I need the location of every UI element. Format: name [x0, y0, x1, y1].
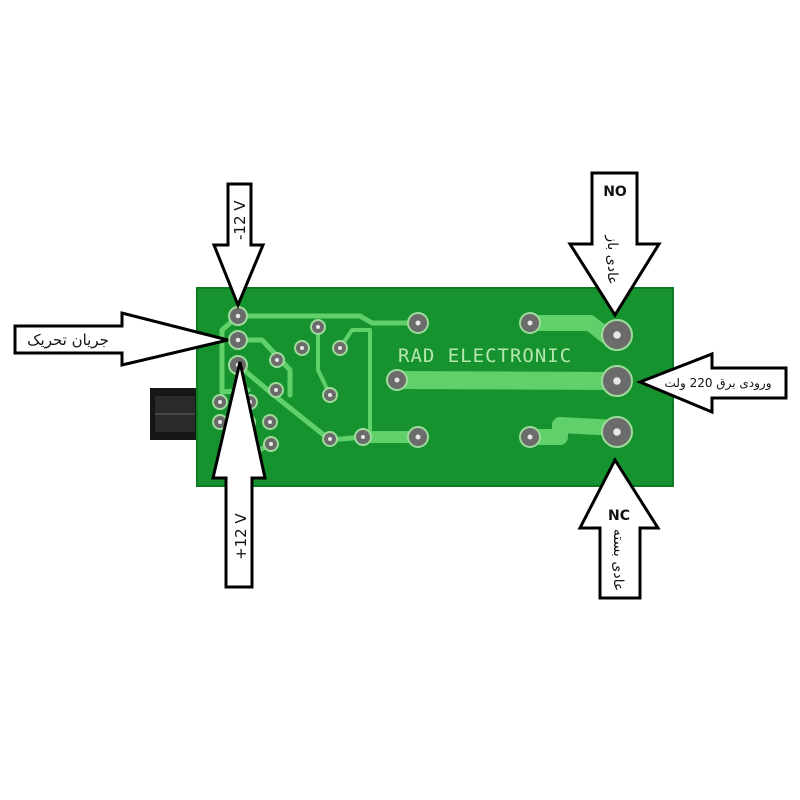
pcb-board: RAD ELECTRONIC: [196, 287, 674, 487]
pad-hole: [275, 358, 279, 362]
pad-hole: [218, 400, 222, 404]
pad-hole: [235, 337, 241, 343]
pad-hole: [415, 320, 421, 326]
pad-hole: [415, 434, 421, 440]
pad-hole: [613, 377, 621, 385]
label-no-code: NO: [603, 184, 627, 200]
arrow-trigger: [13, 311, 229, 367]
pad-hole: [613, 331, 621, 339]
pad-hole: [300, 346, 304, 350]
label-minus-12v: -12 V: [231, 200, 249, 240]
arrow-plus-12v: [211, 361, 267, 589]
arrow-minus-12v: [211, 182, 266, 309]
pad-hole: [316, 325, 320, 329]
black-connector: [150, 388, 200, 440]
pad-hole: [269, 442, 273, 446]
pad-hole: [218, 420, 222, 424]
pad-hole: [328, 393, 332, 397]
silkscreen-text: RAD ELECTRONIC: [398, 345, 572, 367]
label-nc-text: عادی بسته: [610, 529, 626, 591]
pad-hole: [527, 320, 533, 326]
label-220v-input: ورودی برق 220 ولت: [665, 376, 772, 391]
label-plus-12v: +12 V: [232, 513, 250, 560]
pad-hole: [527, 434, 533, 440]
pad-hole: [361, 435, 365, 439]
pad-hole: [274, 388, 278, 392]
solder-pads: [212, 306, 633, 452]
pad-hole: [338, 346, 342, 350]
arrow-no: [567, 171, 662, 318]
pad-hole: [613, 428, 621, 436]
pad-hole: [235, 313, 241, 319]
label-no-text: عادی باز: [604, 234, 620, 284]
label-trigger: جریان تحریک: [27, 331, 109, 349]
pad-hole: [328, 437, 332, 441]
pad-hole: [394, 377, 400, 383]
arrow-220v-input: [635, 351, 788, 415]
label-nc-code: NC: [608, 508, 630, 524]
pad-hole: [268, 420, 272, 424]
arrow-nc: [577, 456, 661, 600]
